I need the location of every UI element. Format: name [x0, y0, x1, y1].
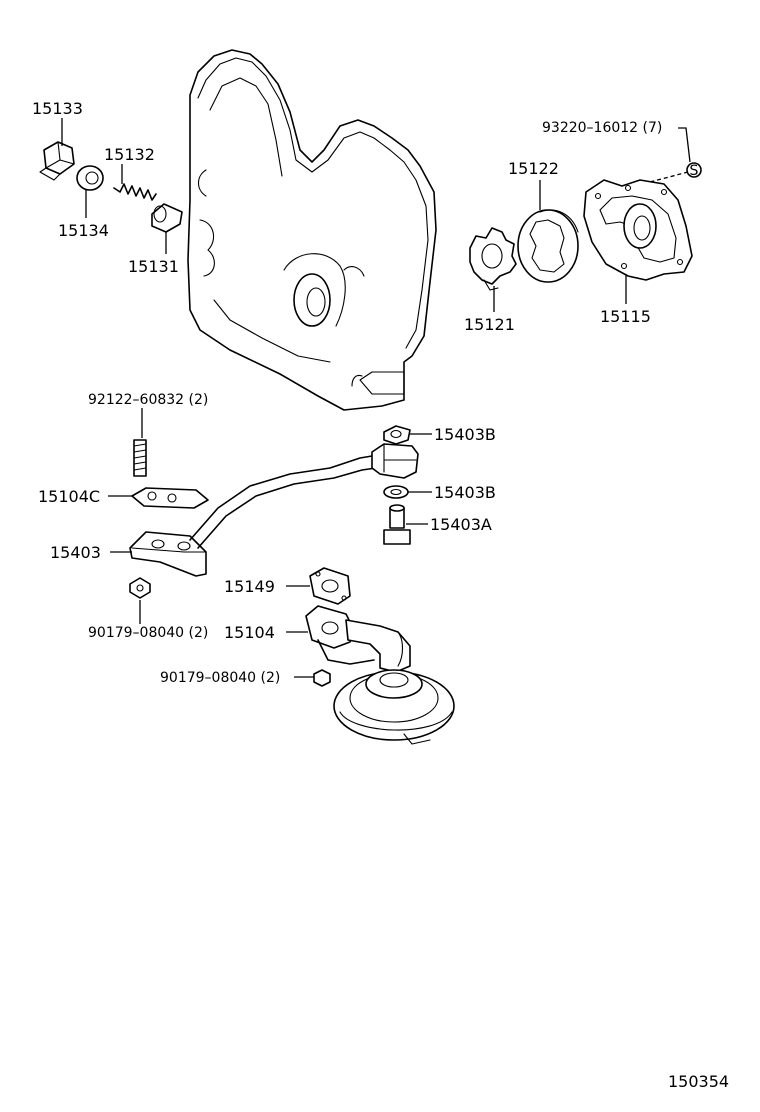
label-90179-left: 90179–08040 (2) [88, 625, 208, 641]
plug-15133 [39, 141, 75, 181]
oil-strainer-15104 [305, 605, 455, 745]
label-90179-mid: 90179–08040 (2) [160, 670, 280, 686]
label-15132: 15132 [104, 145, 155, 164]
nut-90179-left [129, 577, 151, 599]
gasket-15149 [309, 567, 351, 605]
gasket-15104c [131, 487, 209, 509]
spring-15132 [113, 183, 157, 201]
label-15121: 15121 [464, 315, 515, 334]
figure-number: 150354 [668, 1072, 729, 1091]
label-15104: 15104 [224, 623, 275, 642]
stud-92122 [133, 439, 147, 477]
label-93220: 93220–16012 (7) [542, 120, 662, 136]
drive-gear-15121 [469, 227, 517, 291]
washer-15403b-top [383, 425, 411, 445]
gasket-15134 [76, 165, 104, 191]
label-15403b-top: 15403B [434, 425, 496, 444]
label-15403a: 15403A [430, 515, 492, 534]
label-15131: 15131 [128, 257, 179, 276]
label-92122: 92122–60832 (2) [88, 392, 208, 408]
screw-symbol-letter: S [690, 163, 699, 179]
pump-cover-15115 [583, 179, 693, 281]
union-bolt-15403a [383, 504, 411, 545]
part-labels: 15133 15132 15134 15131 93220–16012 (7) … [32, 99, 729, 1091]
driven-rotor-15122 [517, 209, 579, 283]
label-15149: 15149 [224, 577, 275, 596]
label-15115: 15115 [600, 307, 651, 326]
label-15403b-bottom: 15403B [434, 483, 496, 502]
timing-cover [187, 49, 437, 411]
label-15104c: 15104C [38, 487, 100, 506]
leader-lines [61, 118, 691, 678]
label-15133: 15133 [32, 99, 83, 118]
label-15134: 15134 [58, 221, 109, 240]
label-15122: 15122 [508, 159, 559, 178]
oil-pipe-15403 [129, 443, 419, 577]
screw-symbol: S [686, 162, 702, 179]
nut-90179-mid [313, 669, 331, 687]
washer-15403b-bottom [383, 485, 409, 499]
label-15403: 15403 [50, 543, 101, 562]
valve-15131 [151, 203, 183, 233]
